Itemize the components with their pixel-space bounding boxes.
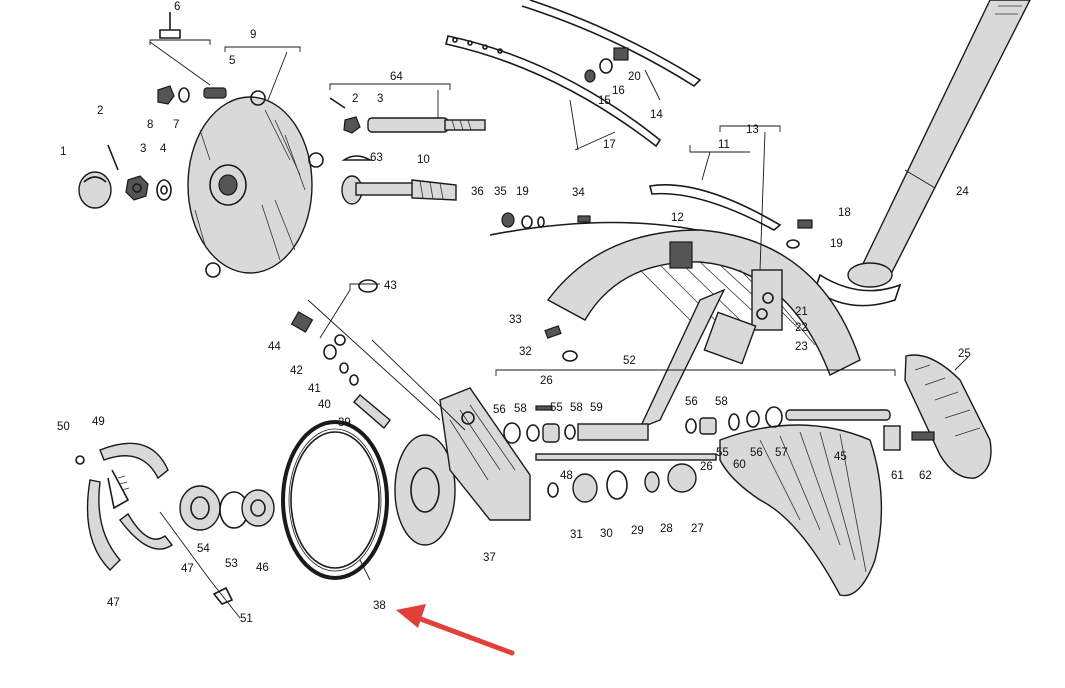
callout-17: 17 — [603, 139, 616, 151]
callout-5: 5 — [229, 55, 235, 67]
callout-22: 22 — [795, 322, 808, 334]
callout-12: 12 — [671, 212, 684, 224]
callout-13: 13 — [746, 124, 759, 136]
callout-54: 54 — [197, 543, 210, 555]
callout-32: 32 — [519, 346, 532, 358]
callout-26b: 26 — [700, 461, 713, 473]
pad-25 — [883, 354, 992, 479]
callout-47b: 47 — [107, 597, 120, 609]
small-parts-39-44 — [290, 279, 391, 430]
callout-42: 42 — [290, 365, 303, 377]
callout-29: 29 — [631, 525, 644, 537]
brake-plate-37 — [394, 387, 531, 546]
callout-38: 38 — [373, 600, 386, 612]
callout-56: 56 — [493, 404, 506, 416]
callout-2b: 2 — [352, 93, 358, 105]
callout-64: 64 — [390, 71, 403, 83]
callout-58b: 58 — [570, 402, 583, 414]
callout-58c: 58 — [715, 396, 728, 408]
rear-fender-45 — [719, 409, 891, 597]
callout-41: 41 — [308, 383, 321, 395]
fork-leg-24 — [814, 0, 1031, 307]
swing-arm — [638, 288, 757, 430]
callout-47: 47 — [181, 563, 194, 575]
callout-labels: 1 2 3 4 6 5 9 8 7 2 3 64 63 10 20 16 15 … — [57, 1, 971, 625]
seal-ring-38 — [281, 420, 389, 580]
callout-19: 19 — [516, 186, 529, 198]
callout-3b: 3 — [377, 93, 383, 105]
callout-49: 49 — [92, 416, 105, 428]
callout-40: 40 — [318, 399, 331, 411]
fender-upper-12 — [489, 184, 861, 376]
callout-58: 58 — [514, 403, 527, 415]
strip-parts-14-17 — [445, 0, 702, 148]
callout-11: 11 — [718, 139, 730, 151]
callout-57: 57 — [775, 447, 788, 459]
callout-34: 34 — [572, 187, 585, 199]
callout-56c: 56 — [750, 447, 763, 459]
callout-48: 48 — [560, 470, 573, 482]
callout-30: 30 — [600, 528, 613, 540]
callout-6: 6 — [174, 1, 180, 13]
callout-21: 21 — [795, 306, 808, 318]
callout-33: 33 — [509, 314, 522, 326]
callout-61: 61 — [891, 470, 904, 482]
callout-55b: 55 — [716, 447, 729, 459]
callout-4: 4 — [160, 143, 167, 155]
callout-46: 46 — [256, 562, 269, 574]
callout-60: 60 — [733, 459, 746, 471]
callout-15: 15 — [598, 95, 611, 107]
callout-56b: 56 — [685, 396, 698, 408]
callout-31: 31 — [570, 529, 583, 541]
callout-23: 23 — [795, 341, 808, 353]
leader-lines — [149, 39, 969, 619]
callout-16: 16 — [612, 85, 625, 97]
callout-26: 26 — [540, 375, 553, 387]
callout-24: 24 — [956, 186, 969, 198]
callout-63: 63 — [370, 152, 383, 164]
callout-2: 2 — [97, 105, 103, 117]
callout-52: 52 — [623, 355, 636, 367]
callout-19b: 19 — [830, 238, 843, 250]
callout-37: 37 — [483, 552, 496, 564]
callout-25: 25 — [958, 348, 971, 360]
callout-50: 50 — [57, 421, 70, 433]
callout-35: 35 — [494, 186, 507, 198]
callout-10: 10 — [417, 154, 430, 166]
callout-36: 36 — [471, 186, 484, 198]
callout-8: 8 — [147, 119, 153, 131]
callout-27: 27 — [691, 523, 704, 535]
callout-45: 45 — [834, 451, 847, 463]
callout-3: 3 — [140, 143, 146, 155]
callout-59: 59 — [590, 402, 603, 414]
axle-parts — [501, 212, 813, 503]
highlight-arrow — [396, 604, 515, 656]
callout-51: 51 — [240, 613, 253, 625]
callout-1: 1 — [60, 146, 66, 158]
callout-14: 14 — [650, 109, 663, 121]
shaft-10 — [341, 155, 457, 205]
callout-20: 20 — [628, 71, 641, 83]
brake-shoes-47 — [75, 442, 234, 605]
callout-28: 28 — [660, 523, 673, 535]
callout-9: 9 — [250, 29, 256, 41]
hub-cover-9 — [187, 90, 324, 278]
shaft-assembly-64 — [329, 97, 486, 134]
callout-39: 39 — [338, 417, 351, 429]
bearings-53-54-46 — [179, 485, 275, 531]
callout-18: 18 — [838, 207, 851, 219]
callout-7: 7 — [173, 119, 179, 131]
callout-44: 44 — [268, 341, 281, 353]
callout-43: 43 — [384, 280, 397, 292]
callout-62: 62 — [919, 470, 932, 482]
hub-parts-left — [78, 12, 227, 209]
callout-53: 53 — [225, 558, 238, 570]
callout-55: 55 — [550, 402, 563, 414]
